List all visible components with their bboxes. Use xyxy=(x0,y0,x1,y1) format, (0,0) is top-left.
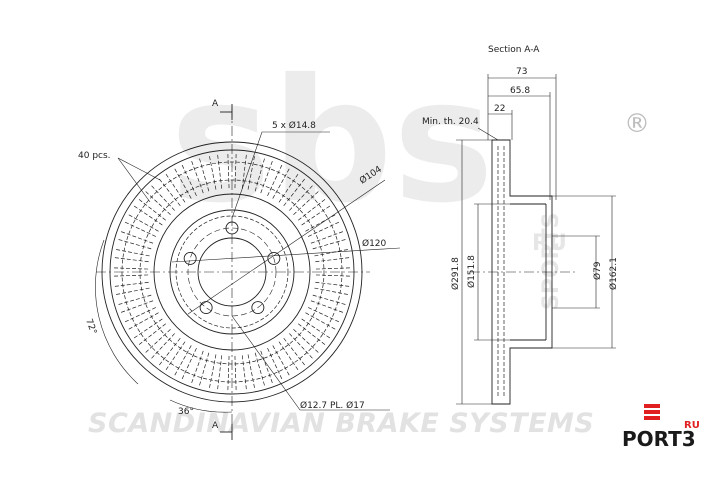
angle-36-arc xyxy=(169,399,233,413)
outer-diameter-label: Ø291.8 xyxy=(450,257,461,290)
inner-diameter-label: Ø151.8 xyxy=(466,255,477,288)
angle-72-arc xyxy=(95,239,139,385)
vent-edge xyxy=(116,287,150,295)
vent-edge xyxy=(315,267,350,270)
badge-bar-2 xyxy=(644,410,660,414)
pcd-circle xyxy=(187,227,277,317)
vent-edge xyxy=(114,274,149,277)
vent-edge xyxy=(138,199,167,221)
vent-edge xyxy=(289,333,313,359)
vent-edge xyxy=(227,355,230,390)
port3-badge: PORT3 RU xyxy=(622,404,700,451)
vent-edge xyxy=(114,281,149,287)
center-diameter-label: Ø79 xyxy=(592,261,603,280)
vent-edge xyxy=(315,257,350,263)
vent-edge xyxy=(234,355,237,390)
angle-72-label: 72° xyxy=(83,318,98,336)
badge-bar-3 xyxy=(644,416,660,420)
vent-edge xyxy=(124,307,157,323)
section-marker-top: A xyxy=(212,99,219,109)
vent-edge xyxy=(159,337,181,366)
bolt-hole xyxy=(267,251,281,265)
sports-watermark: SPORTS xyxy=(539,213,564,310)
vent-edge xyxy=(133,318,163,339)
vent-edge xyxy=(138,323,167,345)
vent-edge xyxy=(217,355,223,390)
vent-inner-ring xyxy=(139,179,325,365)
vent-edge xyxy=(314,287,348,295)
disc-outer-edge xyxy=(101,141,363,403)
vent-edge xyxy=(145,191,171,215)
vent-edge xyxy=(241,355,247,390)
ru-watermark: RU xyxy=(532,231,567,256)
vent-edge xyxy=(114,267,149,270)
pcd-dimension-line xyxy=(187,179,386,315)
vent-edge xyxy=(151,333,175,359)
vent-edge xyxy=(181,347,197,380)
dim-658-label: 65.8 xyxy=(510,86,530,96)
bolt-hole xyxy=(183,251,197,265)
vent-edge xyxy=(116,249,150,257)
hat-inner xyxy=(175,215,289,329)
vent-outer-ring xyxy=(121,161,343,383)
badge-bar-1 xyxy=(644,404,660,408)
hat-outer xyxy=(169,209,295,335)
pilot-leader xyxy=(231,315,390,411)
vent-edge xyxy=(133,205,163,226)
section-marker-bottom: A xyxy=(212,421,219,431)
vent-edge xyxy=(315,274,350,277)
vent-edge xyxy=(247,354,255,388)
bolt-hole xyxy=(199,301,213,315)
bolt-hole-label: 5 x Ø14.8 xyxy=(272,120,316,131)
vent-edge xyxy=(267,347,283,380)
vent-edge xyxy=(297,323,326,345)
pilot-label: Ø12.7 PL. Ø17 xyxy=(300,400,365,411)
vent-edge xyxy=(124,221,157,237)
vent-edge xyxy=(165,341,186,371)
bore-dimension-line xyxy=(171,247,401,263)
vent-edge xyxy=(128,214,159,232)
bore-label: Ø120 xyxy=(362,238,387,249)
vent-edge xyxy=(315,281,350,287)
vent-leader-1 xyxy=(117,157,161,181)
vent-edge xyxy=(114,257,149,263)
bolt-hole xyxy=(251,301,265,315)
bolt-leader xyxy=(231,131,330,219)
friction-inner-edge xyxy=(153,193,311,351)
min-thickness-label: Min. th. 20.4 xyxy=(422,117,479,127)
dim-73-label: 73 xyxy=(516,67,527,77)
angle-36-label: 36° xyxy=(178,407,194,417)
section-title: Section A-A xyxy=(488,45,540,55)
section-view: Section A-A 73 65.8 22 Min. th. 20.4 Ø29… xyxy=(422,45,619,405)
vent-edge xyxy=(278,341,299,371)
hat-diameter-label: Ø162.1 xyxy=(608,257,619,290)
port3-logo-text: PORT3 xyxy=(622,427,696,451)
bolt-hole xyxy=(225,221,239,235)
disc-outer-inner-edge xyxy=(109,149,355,395)
dim-22-label: 22 xyxy=(494,104,505,114)
company-watermark: SCANDINAVIAN BRAKE SYSTEMS xyxy=(88,408,594,439)
vent-leader-2 xyxy=(117,157,151,203)
watermark-layer: sbs SPORTS RU ® SCANDINAVIAN BRAKE SYSTE… xyxy=(88,43,650,439)
port3-ru-text: RU xyxy=(684,420,700,431)
vent-edge xyxy=(209,354,217,388)
min-thickness-leader xyxy=(477,127,499,141)
vent-edge xyxy=(301,318,331,339)
vent-edge xyxy=(283,337,305,366)
center-bore xyxy=(197,237,267,307)
vent-edge xyxy=(307,307,340,323)
registered-mark: ® xyxy=(624,109,650,139)
vent-edge xyxy=(145,329,171,353)
vent-edge xyxy=(293,329,319,353)
vent-count-label: 40 pcs. xyxy=(78,151,111,161)
